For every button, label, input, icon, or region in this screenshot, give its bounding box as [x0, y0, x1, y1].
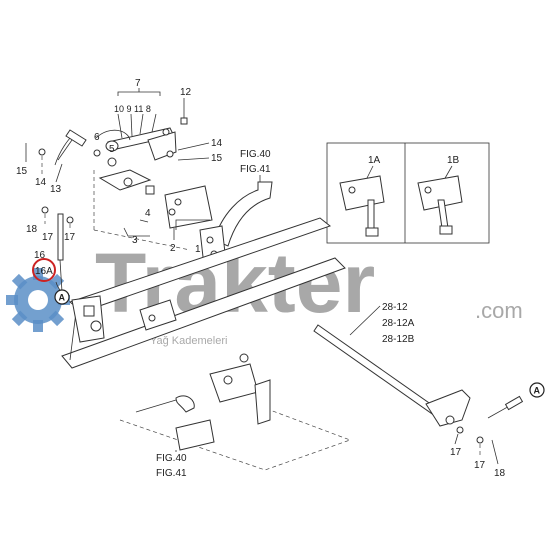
figure-ref-top: FIG.40 FIG.41: [240, 149, 271, 186]
callout-17-right-b: 17: [474, 460, 486, 471]
marker-a-right-label: A: [534, 386, 541, 396]
callout-1: 1: [195, 244, 201, 255]
marker-a-right: [529, 382, 545, 398]
frame-beam: [61, 217, 346, 369]
callout-3: 3: [132, 235, 138, 246]
callout-18-right: 18: [494, 468, 506, 479]
callout-28-12a: 28-12A: [382, 318, 415, 329]
variant-inset: 1A 1B: [326, 142, 490, 244]
figref-bottom-41: FIG.41: [156, 468, 187, 479]
callout-16a: 16A: [35, 266, 53, 277]
callout-14-left: 14: [35, 177, 47, 188]
left-cable-parts: 18 17 17 16 16A A: [26, 206, 76, 305]
callout-13: 13: [50, 184, 62, 195]
highlight-circle: [32, 258, 56, 282]
callout-10-9-11-8: 10 9 11 8: [114, 104, 151, 114]
figref-top-41: FIG.41: [240, 164, 271, 175]
callout-5: 5: [109, 144, 115, 155]
callout-18-left: 18: [26, 224, 38, 235]
lower-pedal-assembly: FIG.40 FIG.41: [119, 353, 352, 479]
callout-7: 7: [135, 78, 141, 89]
callout-17-left-b: 17: [64, 232, 76, 243]
variant-1a-label: 1A: [368, 155, 381, 166]
middle-bracket: 4 3 2 1: [93, 169, 213, 255]
callout-6: 6: [94, 132, 100, 143]
marker-a-left-label: A: [59, 293, 66, 303]
callout-2: 2: [170, 243, 176, 254]
callout-28-12: 28-12: [382, 302, 408, 313]
callout-16: 16: [34, 250, 46, 261]
watermark-subtitle: Yağ Kademeleri: [150, 335, 227, 347]
callout-4: 4: [145, 208, 151, 219]
callout-group-7: 7 10 9 11 8: [114, 78, 161, 139]
left-linkage: 15 14 13 6 5: [16, 129, 117, 195]
callout-28-12b: 28-12B: [382, 334, 415, 345]
callout-15-left: 15: [16, 166, 28, 177]
callout-12: 12: [180, 87, 192, 98]
marker-a-left: [54, 289, 70, 305]
watermark-domain: .com: [475, 298, 523, 323]
callout-17-right-a: 17: [450, 447, 462, 458]
lever-assembly-upper: 12 14 15: [95, 87, 223, 164]
callout-17-left-a: 17: [42, 232, 54, 243]
figref-bottom-40: FIG.40: [156, 453, 187, 464]
callout-15-upper: 15: [211, 153, 223, 164]
callout-14-upper: 14: [211, 138, 223, 149]
variant-1b-label: 1B: [447, 155, 460, 166]
bracket-1a: [339, 175, 385, 237]
shaft-28-12: 28-12 28-12A 28-12B: [313, 302, 471, 427]
right-cable-parts: A 17 17 18: [450, 382, 545, 479]
figref-top-40: FIG.40: [240, 149, 271, 160]
gear-icon: [6, 268, 70, 332]
bracket-1b: [417, 175, 463, 235]
